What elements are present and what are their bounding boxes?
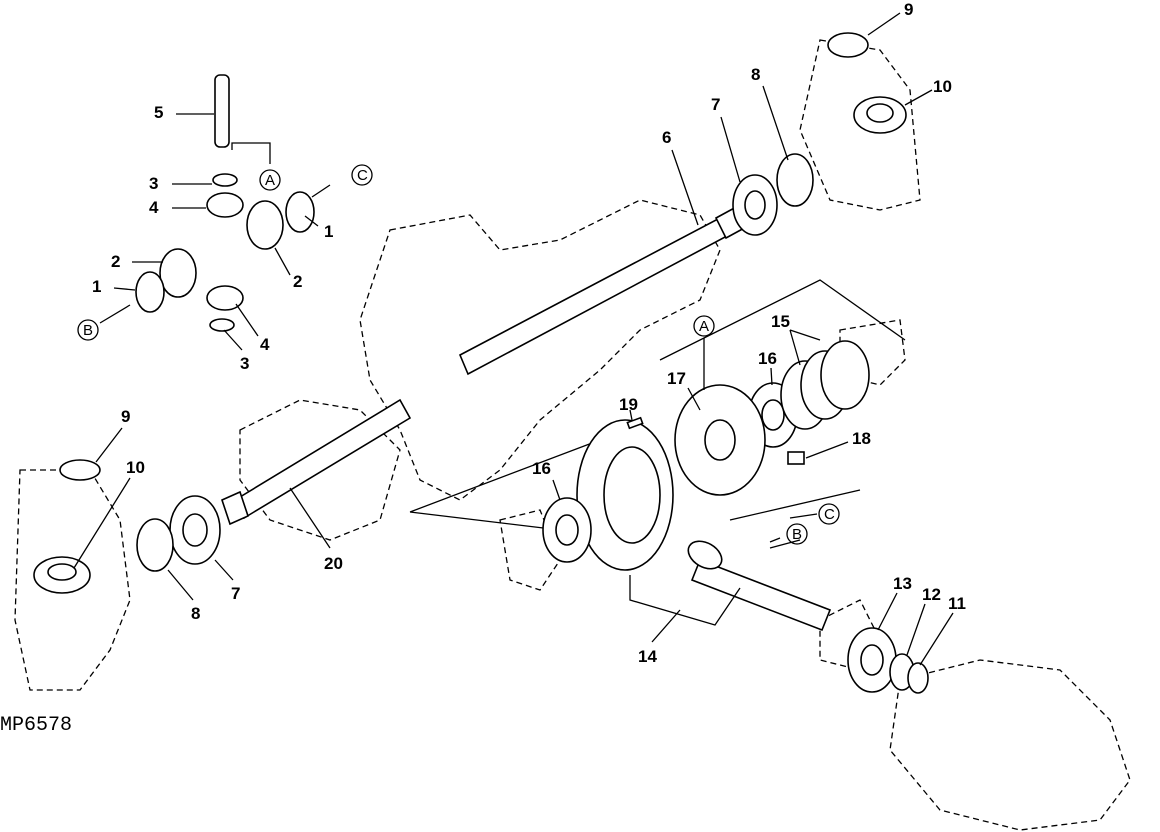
pin-19 [626, 416, 644, 430]
ref-c-right: C [818, 503, 840, 525]
callout-19: 19 [619, 395, 638, 414]
bearing-7-top [732, 174, 778, 236]
ref-a-left: A [259, 169, 281, 191]
callout-7: 7 [711, 95, 720, 114]
callout-18: 18 [852, 429, 871, 448]
nut-11 [907, 662, 929, 694]
svg-text:B: B [83, 322, 93, 339]
callout-6: 6 [662, 128, 671, 147]
axle-shaft-6 [458, 204, 750, 376]
callout-9: 9 [121, 407, 130, 426]
bolt-18 [787, 451, 805, 465]
svg-text:A: A [265, 172, 275, 189]
callout-10: 10 [126, 458, 145, 477]
callout-8: 8 [191, 604, 200, 623]
bearing-13 [847, 627, 897, 693]
callout-9: 9 [904, 0, 913, 19]
svg-text:C: C [357, 167, 368, 184]
svg-text:C: C [824, 506, 835, 523]
gear-10-bottom [33, 556, 91, 594]
callout-3: 3 [240, 354, 249, 373]
callout-4: 4 [149, 198, 159, 217]
gear-8-bottom [136, 518, 174, 572]
callout-12: 12 [922, 585, 941, 604]
differential-case-17 [674, 384, 766, 496]
spacers-15 [780, 340, 870, 430]
callout-13: 13 [893, 574, 912, 593]
gear-10-top [853, 96, 907, 134]
pinion-shaft-14 [687, 540, 832, 632]
ref-b-left: B [77, 319, 99, 341]
diff-small-parts [135, 173, 315, 332]
gear-8-top [776, 153, 814, 207]
callout-10: 10 [933, 77, 952, 96]
ref-b-right: B [786, 523, 808, 545]
axle-housing-outline [14, 39, 1131, 831]
svg-text:A: A [699, 318, 709, 335]
callout-1: 1 [92, 277, 101, 296]
callout-4: 4 [260, 335, 270, 354]
pin-5 [214, 74, 230, 148]
callout-20: 20 [324, 554, 343, 573]
bearing-16-left [542, 497, 592, 563]
ring-gear-14 [576, 419, 674, 571]
callout-5: 5 [154, 103, 163, 122]
callout-3: 3 [149, 174, 158, 193]
callout-2: 2 [111, 252, 120, 271]
ref-c-left: C [351, 164, 373, 186]
axle-shaft-20 [221, 398, 412, 526]
callout-labels: 9 10 8 7 6 5 3 4 1 2 2 1 4 3 15 16 17 19… [92, 0, 966, 666]
figure-code: MP6578 [0, 714, 72, 737]
callout-11: 11 [948, 594, 966, 613]
svg-text:B: B [792, 526, 802, 543]
callout-14: 14 [638, 647, 657, 666]
callout-8: 8 [751, 65, 760, 84]
ref-a-center: A [693, 315, 715, 337]
seal-9-bottom [59, 459, 101, 481]
callout-16: 16 [532, 459, 551, 478]
seal-9-top [827, 32, 869, 58]
leader-lines [73, 12, 954, 666]
callout-1: 1 [324, 222, 333, 241]
callout-7: 7 [231, 584, 240, 603]
callout-2: 2 [293, 272, 302, 291]
callout-16: 16 [758, 349, 777, 368]
bearing-7-bottom [169, 495, 221, 565]
callout-17: 17 [667, 369, 686, 388]
reference-markers: A C B A C B [77, 164, 840, 545]
callout-15: 15 [771, 312, 790, 331]
